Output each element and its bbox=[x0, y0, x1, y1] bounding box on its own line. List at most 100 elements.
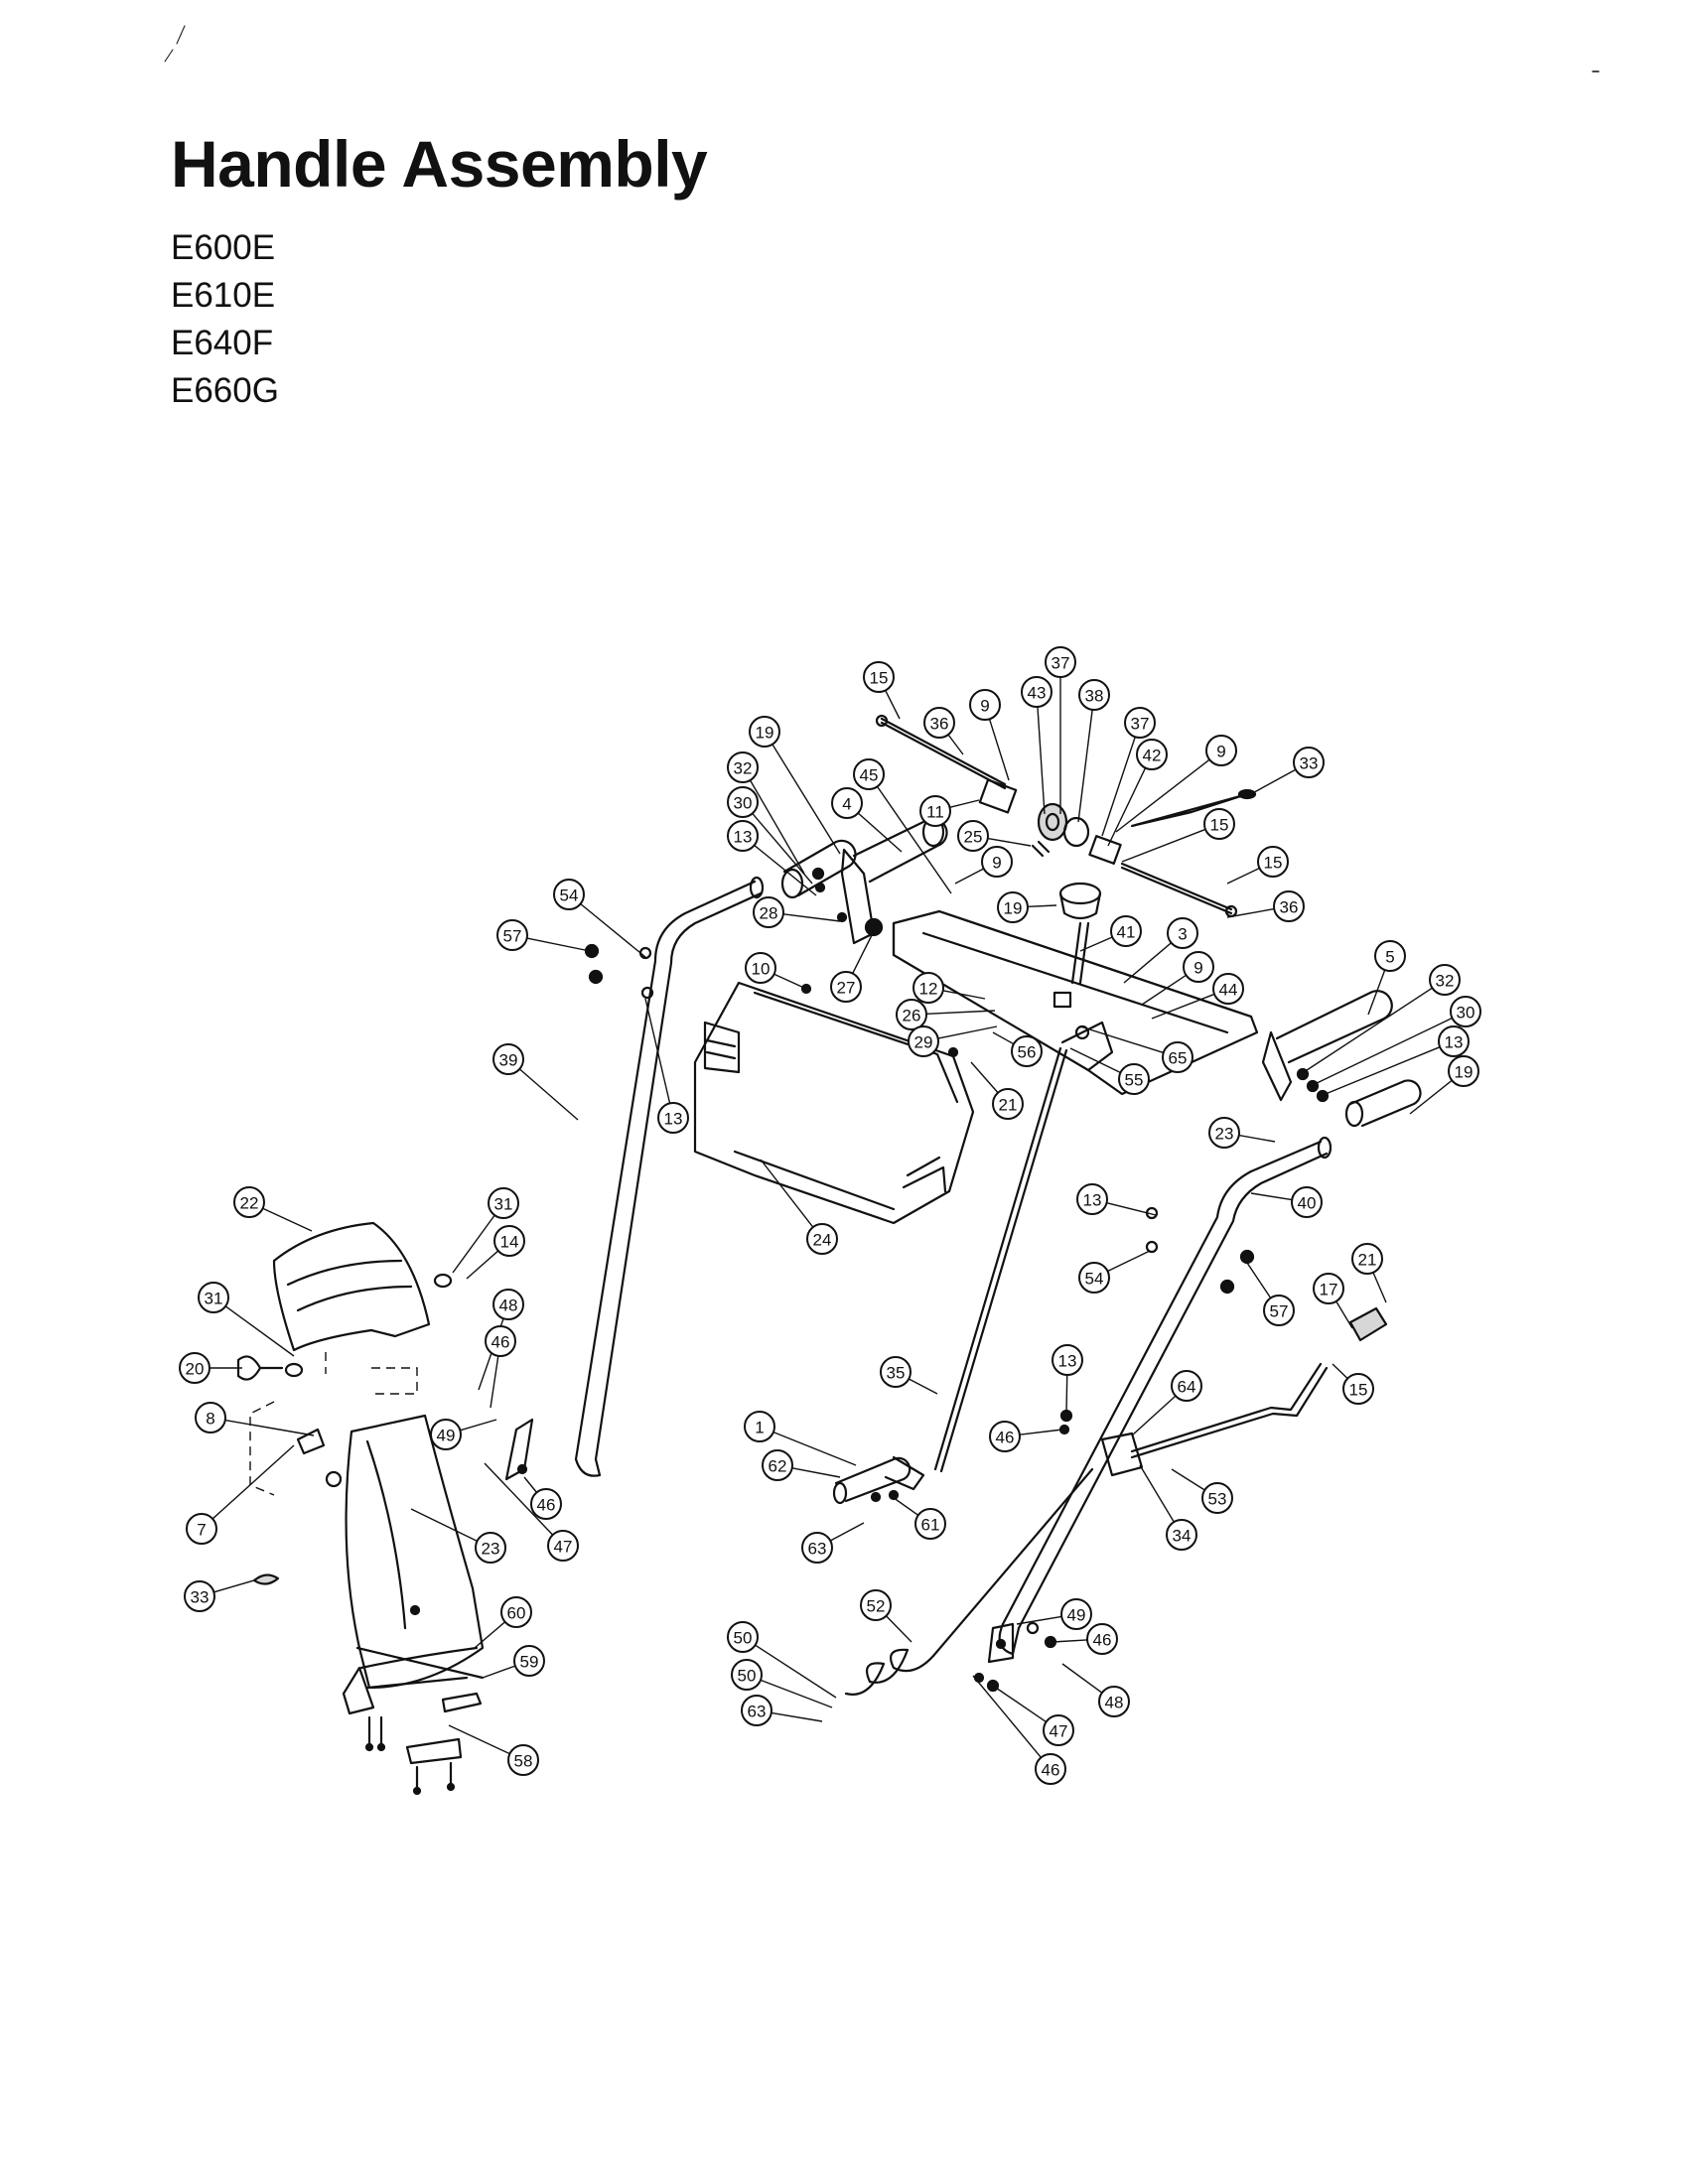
part-callout-46: 46 bbox=[972, 1675, 1066, 1785]
leader-line bbox=[1107, 767, 1147, 847]
callout-number: 46 bbox=[537, 1496, 556, 1515]
callout-number: 34 bbox=[1173, 1527, 1192, 1546]
leader-line bbox=[782, 913, 841, 922]
part-callout-47: 47 bbox=[992, 1685, 1074, 1746]
callout-number: 21 bbox=[999, 1096, 1018, 1115]
callout-bubble bbox=[1263, 1295, 1295, 1326]
leader-line bbox=[1106, 1201, 1157, 1216]
leader-line bbox=[1372, 1272, 1387, 1303]
part-callout-33: 33 bbox=[1246, 747, 1325, 797]
callout-number: 4 bbox=[842, 795, 851, 814]
leader-line bbox=[1335, 1300, 1353, 1329]
leader-line bbox=[755, 1644, 837, 1699]
callout-bubble bbox=[830, 971, 862, 1003]
leader-line bbox=[947, 734, 964, 755]
callout-bubble bbox=[657, 1102, 689, 1134]
callout-number: 48 bbox=[499, 1297, 518, 1315]
part-callout-32: 32 bbox=[1300, 964, 1461, 1075]
callout-number: 24 bbox=[813, 1231, 832, 1250]
callout-number: 57 bbox=[503, 927, 522, 946]
part-callout-9: 9 bbox=[969, 689, 1010, 781]
callout-bubble bbox=[430, 1419, 462, 1450]
part-callout-21: 21 bbox=[1351, 1243, 1387, 1303]
leader-line bbox=[1242, 1256, 1272, 1298]
part-callout-15: 15 bbox=[1226, 846, 1289, 885]
part-callout-63: 63 bbox=[801, 1522, 865, 1564]
leader-line bbox=[1016, 1615, 1062, 1625]
part-callout-23: 23 bbox=[1208, 1117, 1276, 1149]
callout-bubble bbox=[727, 751, 759, 783]
leader-line bbox=[474, 1621, 506, 1649]
callout-number: 20 bbox=[186, 1360, 205, 1379]
callout-bubble bbox=[475, 1532, 506, 1564]
part-callout-7: 7 bbox=[186, 1444, 295, 1545]
part-callout-9: 9 bbox=[954, 846, 1013, 885]
leader-line bbox=[1052, 1639, 1088, 1643]
part-callout-54: 54 bbox=[1078, 1250, 1151, 1294]
callout-bubble bbox=[1011, 1035, 1043, 1067]
callout-number: 52 bbox=[867, 1597, 886, 1616]
callout-bubble bbox=[500, 1596, 532, 1628]
callout-number: 56 bbox=[1018, 1043, 1037, 1062]
leader-line bbox=[1069, 1047, 1121, 1074]
part-callout-55: 55 bbox=[1069, 1047, 1150, 1095]
callout-number: 19 bbox=[1004, 899, 1023, 918]
control-panel bbox=[892, 909, 1259, 1096]
part-callout-31: 31 bbox=[452, 1187, 519, 1274]
leader-line bbox=[1121, 828, 1206, 863]
part-callout-59: 59 bbox=[482, 1645, 545, 1679]
callout-number: 12 bbox=[919, 980, 938, 999]
callout-bubble bbox=[923, 707, 955, 739]
part-callout-25: 25 bbox=[957, 820, 1032, 852]
lower-linkage bbox=[844, 1306, 1388, 1696]
callout-bubble bbox=[745, 952, 776, 984]
callout-bubble bbox=[1166, 1519, 1197, 1551]
callout-number: 55 bbox=[1125, 1071, 1144, 1090]
callout-number: 15 bbox=[1264, 854, 1283, 873]
callout-bubble bbox=[1450, 996, 1481, 1027]
callout-bubble bbox=[1257, 846, 1289, 878]
callout-bubble bbox=[547, 1530, 579, 1562]
leader-line bbox=[885, 690, 901, 720]
part-callout-27: 27 bbox=[830, 930, 875, 1003]
callout-bubble bbox=[1291, 1186, 1323, 1218]
callout-number: 31 bbox=[494, 1195, 513, 1214]
part-callout-10: 10 bbox=[745, 952, 807, 990]
part-callout-11: 11 bbox=[919, 795, 980, 827]
part-callout-64: 64 bbox=[1131, 1370, 1202, 1436]
control-rod bbox=[832, 1046, 1068, 1505]
leader-line bbox=[760, 1159, 814, 1228]
callout-number: 32 bbox=[734, 759, 753, 778]
callout-bubble bbox=[981, 846, 1013, 878]
callout-bubble bbox=[184, 1580, 215, 1612]
callout-number: 48 bbox=[1105, 1694, 1124, 1712]
part-callout-52: 52 bbox=[860, 1589, 912, 1643]
callout-bubble bbox=[179, 1352, 210, 1384]
callout-number: 13 bbox=[1445, 1033, 1464, 1052]
part-callout-53: 53 bbox=[1171, 1468, 1233, 1514]
callout-bubble bbox=[908, 1025, 939, 1057]
callout-number: 9 bbox=[1193, 959, 1202, 978]
leader-line bbox=[970, 1061, 999, 1094]
scan-marks bbox=[164, 25, 1600, 72]
part-callout-50: 50 bbox=[727, 1621, 837, 1699]
part-callout-49: 49 bbox=[1016, 1598, 1092, 1630]
callout-bubble bbox=[831, 787, 863, 819]
callout-number: 46 bbox=[1093, 1631, 1112, 1650]
part-callout-8: 8 bbox=[195, 1402, 315, 1436]
part-callout-62: 62 bbox=[762, 1449, 841, 1481]
leader-line bbox=[889, 1494, 919, 1516]
callout-number: 21 bbox=[1358, 1251, 1377, 1270]
callout-bubble bbox=[727, 820, 759, 852]
callout-bubble bbox=[801, 1532, 833, 1564]
callout-bubble bbox=[1136, 739, 1168, 770]
callout-bubble bbox=[749, 716, 780, 748]
part-callout-46: 46 bbox=[523, 1476, 562, 1520]
part-callout-40: 40 bbox=[1250, 1186, 1323, 1218]
leader-line bbox=[1065, 1374, 1068, 1415]
callout-bubble bbox=[1342, 1373, 1374, 1405]
callout-bubble bbox=[744, 1411, 775, 1442]
leader-line bbox=[1238, 1134, 1276, 1143]
part-callout-43: 43 bbox=[1021, 676, 1052, 815]
